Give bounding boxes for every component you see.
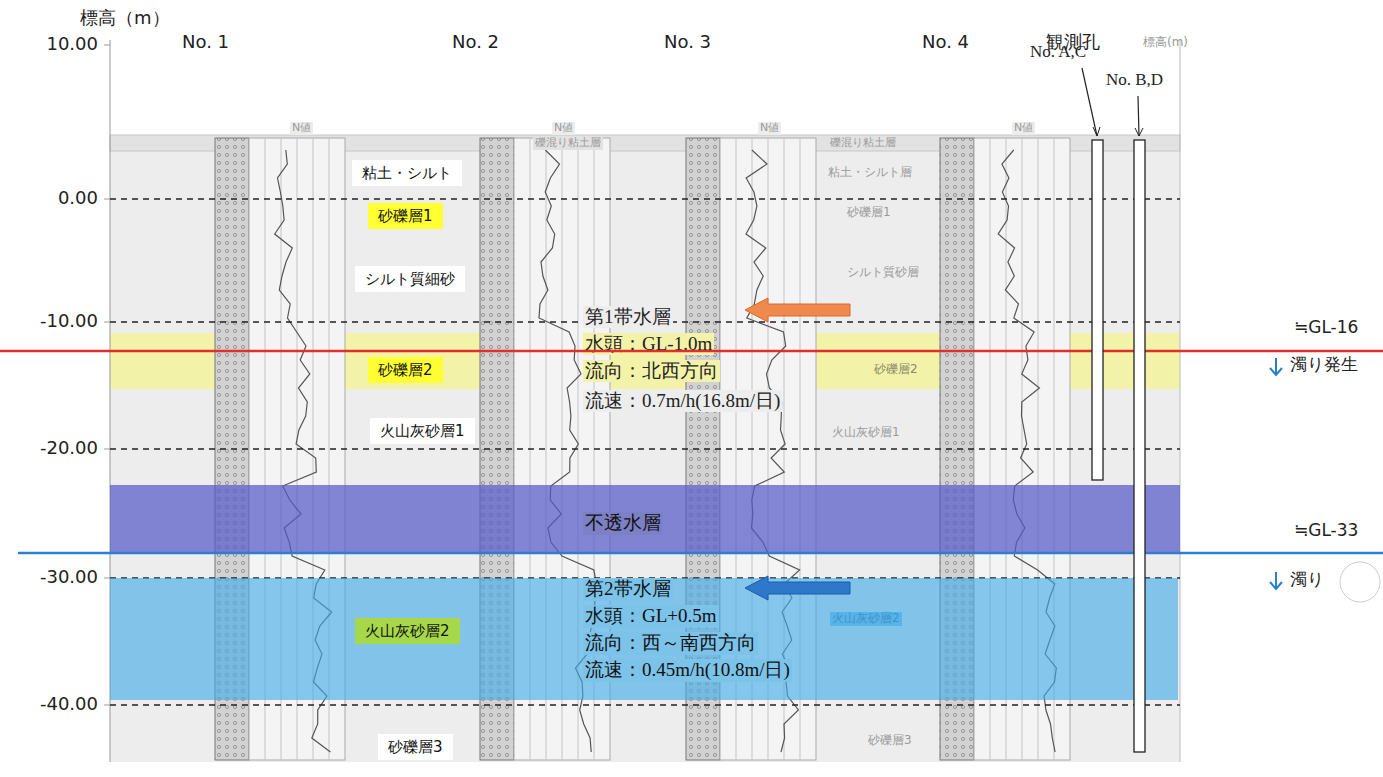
band-text: 水頭：GL+0.5m	[583, 605, 719, 628]
label-text: 濁り発生	[1290, 355, 1358, 375]
label-text: -10.00	[40, 311, 98, 332]
label-text: No. 1	[182, 32, 229, 53]
layer-label-box: 砂礫層3	[378, 734, 453, 760]
band-text: 第2帯水層	[583, 578, 673, 601]
layer-label-box: 砂礫層1	[368, 203, 443, 229]
layer-label-box: 砂礫層2	[368, 357, 443, 383]
scan-ground	[110, 135, 1180, 762]
layer-band: 不透水層	[110, 485, 1180, 553]
label-text: -20.00	[40, 438, 98, 459]
band-text: 流向：西～南西方向	[583, 632, 758, 655]
label-text: 砂礫層1	[845, 206, 893, 220]
label-text: -30.00	[40, 567, 98, 588]
label-text: 標高(m)	[1143, 36, 1188, 50]
label-text: 粘土・シルト層	[826, 166, 914, 180]
leader-line	[1082, 68, 1097, 136]
label-text: -40.00	[40, 694, 98, 715]
layer-label-box: 粘土・シルト	[352, 160, 462, 186]
layer-label-box: 火山灰砂層2	[355, 618, 460, 644]
leader-line	[1138, 96, 1139, 136]
note-text: 流速：0.7m/h(16.8m/日)	[583, 390, 782, 412]
label-text: No. 4	[922, 32, 969, 53]
label-text: No. 2	[452, 32, 499, 53]
layer-name: 砂礫層2	[378, 361, 433, 379]
layer-name: シルト質細砂	[365, 270, 455, 288]
label-text: N値	[1012, 122, 1035, 135]
band-text: 不透水層	[583, 512, 663, 535]
layer-name: 火山灰砂層2	[365, 622, 450, 640]
label-text: シルト質砂層	[845, 266, 921, 280]
label-text: 濁り	[1290, 570, 1324, 590]
label-text: 礫混り粘土層	[828, 137, 898, 150]
label-text: 10.00	[46, 34, 98, 55]
band-text: 流速：0.45m/h(10.8m/日)	[583, 659, 792, 682]
layer-name: 砂礫層3	[388, 738, 443, 756]
leader-head	[1093, 127, 1100, 136]
layer-label-box: シルト質細砂	[355, 266, 465, 292]
label-text: 砂礫層2	[872, 363, 920, 377]
layer-name: 火山灰砂層1	[380, 422, 465, 440]
down-arrow	[1270, 358, 1282, 375]
label-text: N値	[290, 122, 313, 135]
down-arrow	[1270, 572, 1282, 589]
label-text: ≒GL-16	[1294, 318, 1358, 338]
layer-band: 第2帯水層水頭：GL+0.5m 流向：西～南西方向流速：0.45m/h(10.8m…	[110, 578, 1178, 700]
note-text: No. A,C	[1030, 42, 1086, 62]
leader-head	[1135, 128, 1143, 136]
layer-name: 粘土・シルト	[362, 164, 452, 182]
note-text: 流向：北西方向	[583, 360, 720, 382]
label-text: N値	[758, 122, 781, 135]
mask-circle	[1340, 562, 1380, 602]
note-text: 第1帯水層	[583, 306, 673, 328]
label-text: 礫混り粘土層	[533, 137, 603, 150]
label-text: 火山灰砂層1	[830, 426, 902, 440]
label-text: 標高（m）	[80, 8, 170, 29]
label-text: ≒GL-33	[1294, 521, 1358, 541]
label-text: 0.00	[58, 188, 98, 209]
layer-name: 砂礫層1	[378, 207, 433, 225]
label-text: 砂礫層3	[866, 734, 914, 748]
elevation-lines	[110, 199, 1180, 705]
layer-label-box: 火山灰砂層1	[370, 418, 475, 444]
note-text: 水頭：GL-1.0m	[583, 333, 714, 355]
label-text: No. 3	[664, 32, 711, 53]
flow-arrow	[745, 298, 850, 322]
axis	[1180, 40, 1181, 762]
label-text: N値	[552, 122, 575, 135]
note-text: No. B,D	[1106, 70, 1163, 90]
observation-well	[1092, 140, 1103, 480]
